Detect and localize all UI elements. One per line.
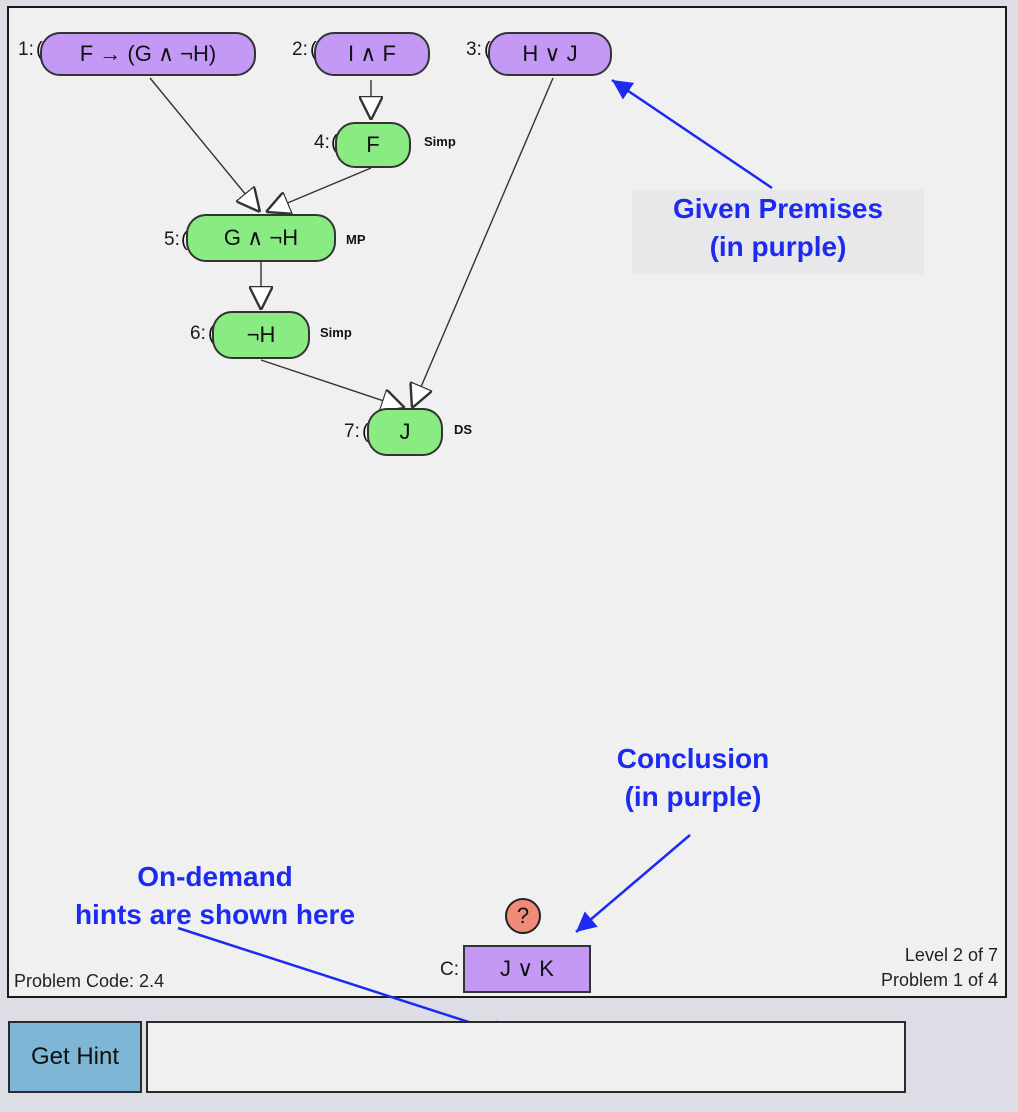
conclusion-formula[interactable]: J ∨ K	[463, 945, 591, 993]
conclusion-annotation-line2: (in purple)	[624, 781, 762, 812]
line-number: 7:	[344, 421, 360, 442]
conclusion-annotation: Conclusion (in purple)	[568, 740, 818, 816]
conclusion-label: C:	[440, 959, 459, 980]
proof-canvas	[7, 6, 1007, 998]
rule-label: DS	[454, 422, 473, 437]
rule-label: Simp	[424, 134, 456, 149]
premise-formula[interactable]: H ∨ J	[488, 32, 612, 76]
open-paren: (	[484, 39, 491, 62]
premises-annotation: Given Premises (in purple)	[632, 190, 924, 274]
open-paren: (	[310, 39, 317, 62]
premises-annotation-line1: Given Premises	[672, 193, 884, 224]
premise-formula[interactable]: F → (G ∧ ¬H)	[40, 32, 256, 76]
premise-formula[interactable]: I ∧ F	[314, 32, 430, 76]
line-number: 2:	[292, 39, 308, 60]
open-paren: (	[331, 132, 338, 155]
line-number: 6:	[190, 323, 206, 344]
open-paren: (	[208, 323, 215, 346]
hints-annotation-line2: hints are shown here	[74, 899, 356, 930]
line-number: 3:	[466, 39, 482, 60]
hint-display-box	[146, 1021, 906, 1093]
line-number: 4:	[314, 132, 330, 153]
derived-formula[interactable]: J	[367, 408, 443, 456]
level-indicator: Level 2 of 7	[904, 945, 998, 965]
derived-formula[interactable]: ¬H	[212, 311, 310, 359]
rule-label: MP	[346, 232, 366, 247]
hints-annotation: On-demand hints are shown here	[20, 858, 410, 934]
problem-code: Problem Code: 2.4	[14, 971, 165, 991]
derived-formula[interactable]: G ∧ ¬H	[186, 214, 336, 262]
hints-annotation-line1: On-demand	[137, 861, 293, 892]
line-number: 5:	[164, 229, 180, 250]
problem-indicator: Problem 1 of 4	[880, 970, 998, 990]
open-paren: (	[362, 421, 369, 443]
get-hint-button[interactable]: Get Hint	[8, 1021, 142, 1093]
line-number: 1:	[18, 39, 34, 60]
question-mark-icon[interactable]: ?	[505, 898, 541, 934]
open-paren: (	[181, 229, 188, 251]
derived-formula[interactable]: F	[335, 122, 411, 168]
open-paren: (	[36, 39, 43, 62]
conclusion-annotation-line1: Conclusion	[616, 743, 770, 774]
rule-label: Simp	[320, 325, 352, 340]
premises-annotation-line2: (in purple)	[709, 231, 847, 262]
